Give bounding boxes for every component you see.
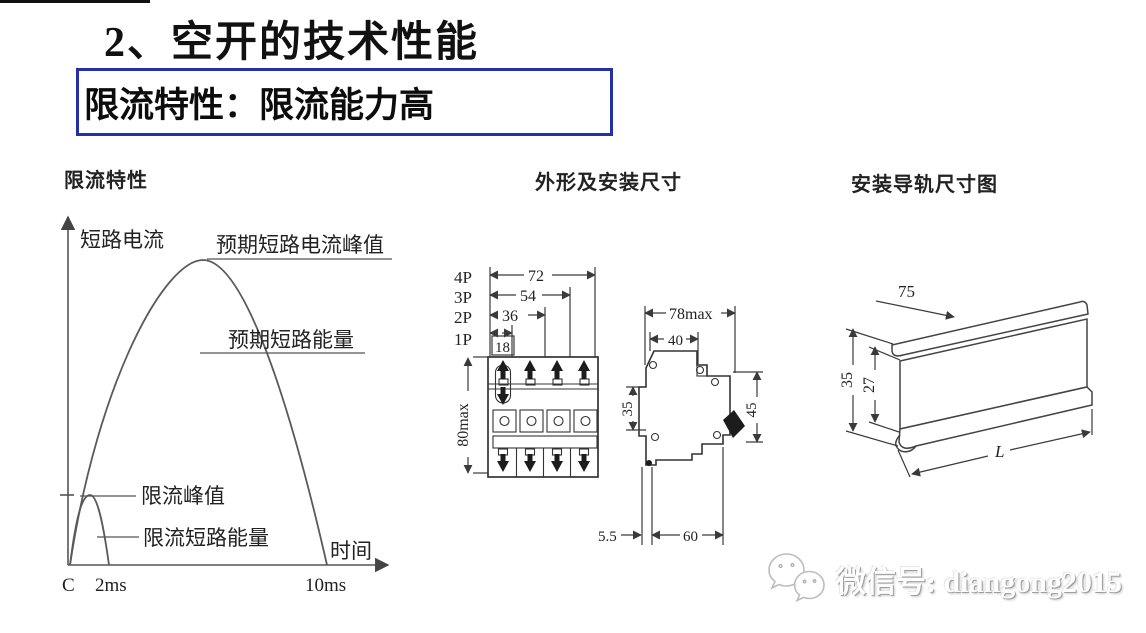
energy-annotation: 预期短路能量 <box>228 328 354 352</box>
wechat-small-bubble <box>793 570 825 603</box>
dim-78max: 78max <box>669 306 713 323</box>
front-height-dimension <box>463 356 488 474</box>
breaker-side-view <box>638 350 745 466</box>
pole-label-2p: 2P <box>454 308 472 327</box>
current-limiting-chart: 短路电流 预期短路电流峰值 预期短路能量 限流峰值 限流短路能量 时间 C 2m… <box>60 215 392 596</box>
dim-35-rail: 35 <box>840 372 856 388</box>
limited-peak-annotation: 限流峰值 <box>141 484 225 508</box>
rail-35-dimension <box>845 328 899 447</box>
limited-current-curve <box>69 494 110 566</box>
dim-54: 54 <box>520 288 536 305</box>
dim-45: 45 <box>744 403 760 418</box>
page-title: 2、空开的技术性能 <box>104 20 480 66</box>
breaker-front-view <box>487 356 599 478</box>
side-bottom-dimensions <box>621 447 724 545</box>
wechat-eye <box>812 579 817 583</box>
wechat-eye <box>802 579 807 584</box>
dim-60: 60 <box>683 529 698 545</box>
watermark: 微信号: diangong2015 <box>766 550 1122 608</box>
rail-clip-dot <box>646 460 652 466</box>
din-rail-drawing: 75 35 27 L <box>840 282 1093 478</box>
front-width-dimensions <box>489 267 596 357</box>
y-axis-label: 短路电流 <box>80 228 164 252</box>
watermark-text: 微信号: diangong2015 <box>836 566 1122 599</box>
highlight-text: 限流特性：限流能力高 <box>84 85 435 125</box>
rail-bottom-lip <box>895 434 917 453</box>
tick-c: C <box>62 575 75 596</box>
chart-axes <box>60 215 390 573</box>
x-axis-label: 时间 <box>330 539 372 563</box>
chart-leaders <box>80 258 392 538</box>
caption-rail-dimensions: 安装导轨尺寸图 <box>851 174 998 196</box>
peak-annotation: 预期短路电流峰值 <box>216 233 384 257</box>
rail-top-flange <box>891 300 1089 357</box>
rail-bottom-flange <box>898 386 1093 449</box>
dim-27: 27 <box>861 377 878 393</box>
tick-2ms: 2ms <box>95 575 127 596</box>
dim-18: 18 <box>495 340 510 356</box>
dim-35-side: 35 <box>620 402 636 417</box>
wechat-eye <box>790 562 795 568</box>
rail-length-dimension <box>897 409 1093 478</box>
wechat-icon <box>768 553 825 603</box>
dim-75: 75 <box>898 282 915 301</box>
rail-body <box>891 300 1093 453</box>
dim-length: L <box>994 442 1004 461</box>
breaker-dimension-drawing: 4P 3P 2P 1P 72 54 36 18 80max <box>454 267 763 545</box>
rail-27-dimension <box>868 346 901 433</box>
limited-energy-annotation: 限流短路能量 <box>143 526 269 550</box>
dim-80max: 80max <box>455 403 472 447</box>
caption-outline-dimensions: 外形及安装尺寸 <box>535 172 682 194</box>
terminal-arrows <box>497 360 590 472</box>
dim-40: 40 <box>668 333 683 349</box>
chart-curves <box>69 259 328 566</box>
wechat-eye <box>778 563 783 569</box>
toggle-handle <box>723 410 745 438</box>
prospective-current-curve <box>69 259 328 566</box>
dim-72: 72 <box>528 268 544 285</box>
caption-current-limiting: 限流特性 <box>64 170 148 192</box>
pole-label-4p: 4P <box>454 268 472 287</box>
slide-top-border <box>0 0 150 3</box>
highlight-box: 限流特性：限流能力高 <box>76 68 613 136</box>
side-right-dimension <box>733 371 763 443</box>
dim-5-5: 5.5 <box>598 529 617 545</box>
pole-label-1p: 1P <box>454 330 472 349</box>
dim-36: 36 <box>502 308 518 325</box>
pole-label-3p: 3P <box>454 288 472 307</box>
tick-10ms: 10ms <box>305 575 346 596</box>
side-top-dimensions <box>644 306 736 373</box>
side-left-dimension <box>626 386 646 431</box>
